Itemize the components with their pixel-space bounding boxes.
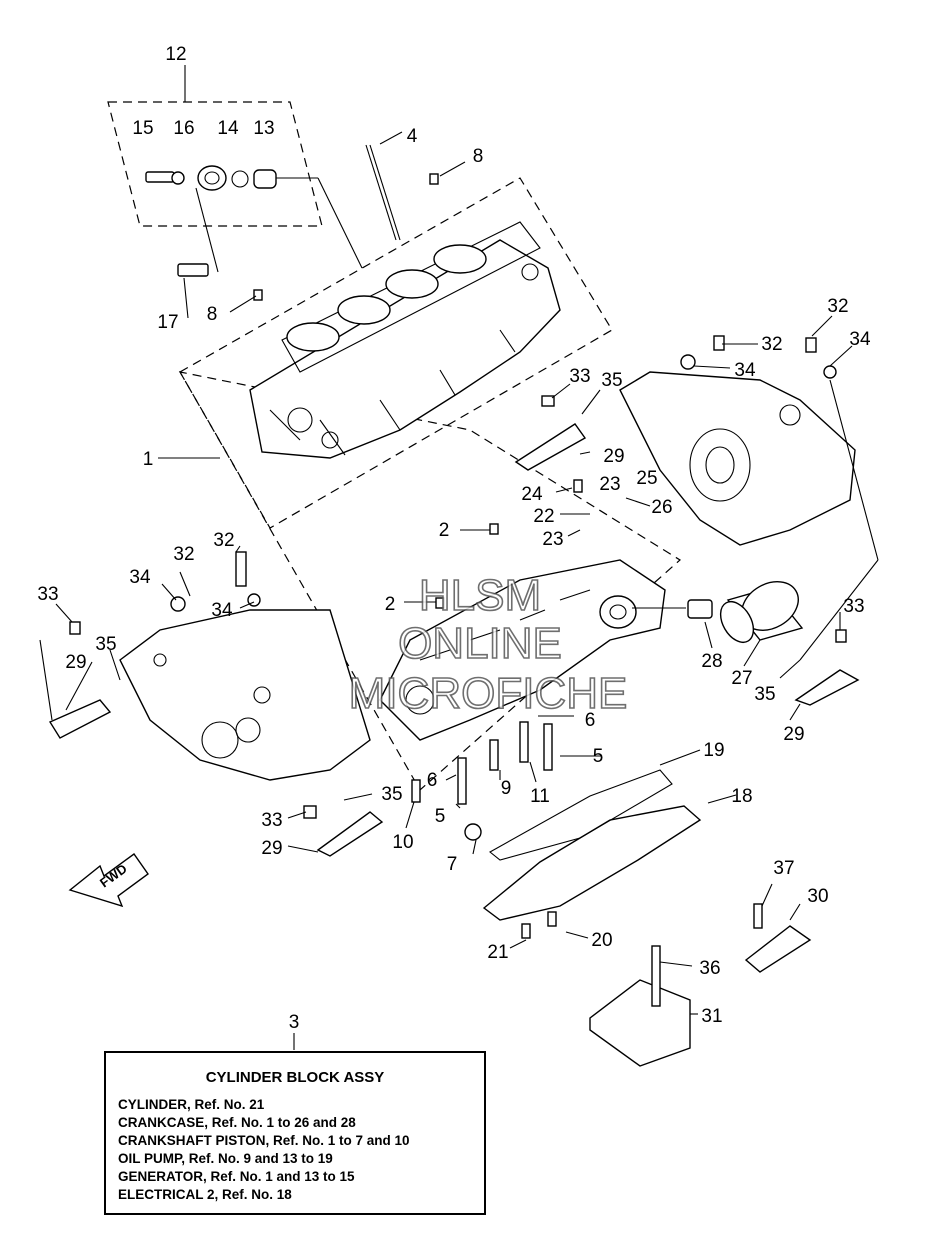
callout-32-top-right-a: 32	[827, 296, 848, 317]
callout-1: 1	[143, 449, 154, 470]
callout-33-right: 33	[843, 596, 864, 617]
callout-15: 15	[132, 118, 153, 139]
callout-4: 4	[407, 126, 418, 147]
callout-17: 17	[157, 312, 178, 333]
fwd-direction-arrow: FWD	[68, 853, 149, 908]
oil-filter	[719, 581, 804, 643]
callout-28: 28	[701, 651, 722, 672]
leader-lines	[39, 131, 879, 1050]
crankcase-cover-right	[619, 371, 856, 546]
legend-line: GENERATOR, Ref. No. 1 and 13 to 15	[118, 1169, 355, 1184]
bracket-29-upper	[514, 423, 587, 471]
callout-30: 30	[807, 886, 828, 907]
callout-10: 10	[392, 832, 413, 853]
callout-31: 31	[701, 1006, 722, 1027]
callout-19: 19	[703, 740, 724, 761]
callout-5-left: 5	[435, 806, 446, 827]
callout-21: 21	[487, 942, 508, 963]
callout-32-top-right-b: 32	[761, 334, 782, 355]
callout-29-bottom: 29	[261, 838, 282, 859]
assembly-legend-box: CYLINDER BLOCK ASSY CYLINDER, Ref. No. 2…	[104, 1051, 486, 1215]
callout-37: 37	[773, 858, 794, 879]
oil-pan	[482, 805, 702, 921]
callout-33-left: 33	[37, 584, 58, 605]
callout-23-upper: 23	[599, 474, 620, 495]
callout-34-left-a: 34	[129, 567, 151, 588]
group-12-dashed-box	[107, 101, 323, 227]
callout-20: 20	[591, 930, 612, 951]
callout-8-top: 8	[473, 146, 484, 167]
bracket-29-right	[794, 669, 860, 706]
callout-9: 9	[501, 778, 512, 799]
callout-7: 7	[447, 854, 458, 875]
callout-6-right: 6	[585, 710, 596, 731]
callout-5-right: 5	[593, 746, 604, 767]
watermark-line-3: MICROFICHE	[349, 669, 628, 718]
callout-27: 27	[731, 668, 752, 689]
callout-35-upper: 35	[601, 370, 622, 391]
callout-25: 25	[636, 468, 657, 489]
callout-26: 26	[651, 497, 672, 518]
callout-11: 11	[530, 786, 550, 807]
callout-13: 13	[253, 118, 274, 139]
callout-14: 14	[217, 118, 239, 139]
callout-29-left: 29	[65, 652, 86, 673]
callout-29-upper: 29	[603, 446, 624, 467]
legend-line: CRANKCASE, Ref. No. 1 to 26 and 28	[118, 1115, 356, 1130]
watermark-line-2: ONLINE	[398, 619, 562, 668]
callout-2-upper: 2	[439, 520, 450, 541]
bracket-29-left	[48, 699, 112, 739]
rectifier-cover	[744, 925, 812, 973]
crankcase-upper	[379, 559, 666, 741]
oil-pump-parts	[145, 165, 363, 277]
callout-36: 36	[699, 958, 720, 979]
callout-33-upper: 33	[569, 366, 590, 387]
legend-line: OIL PUMP, Ref. No. 9 and 13 to 19	[118, 1151, 333, 1166]
callout-24: 24	[521, 484, 543, 505]
callout-32-left-b: 32	[173, 544, 194, 565]
bracket-29-bottom	[316, 811, 384, 857]
callout-32-left-a: 32	[213, 530, 234, 551]
callout-34-left-b: 34	[211, 600, 233, 621]
legend-title: CYLINDER BLOCK ASSY	[205, 1069, 385, 1086]
callout-35-right: 35	[754, 684, 775, 705]
callout-29-right: 29	[783, 724, 804, 745]
callout-12: 12	[165, 44, 186, 65]
watermark-line-1: HLSM	[419, 571, 541, 620]
oil-pan-gasket	[489, 769, 673, 861]
callout-23-lower: 23	[542, 529, 563, 550]
callout-35-left: 35	[95, 634, 116, 655]
rectifier-box	[589, 979, 691, 1067]
legend-line: ELECTRICAL 2, Ref. No. 18	[118, 1187, 292, 1202]
bolts	[69, 335, 847, 1007]
callout-35-bottom: 35	[381, 784, 402, 805]
legend-reference-list: CYLINDER, Ref. No. 21 CRANKCASE, Ref. No…	[118, 1096, 410, 1204]
callout-2-lower: 2	[385, 594, 396, 615]
callout-6-left: 6	[427, 770, 438, 791]
callout-34-top-right-b: 34	[734, 360, 756, 381]
callout-8-left: 8	[207, 304, 218, 325]
legend-line: CYLINDER, Ref. No. 21	[118, 1097, 265, 1112]
callout-3: 3	[289, 1012, 300, 1033]
oil-filter-fitting	[687, 599, 713, 619]
callout-18: 18	[731, 786, 752, 807]
crankcase-cover-left	[119, 609, 371, 781]
watermark: HLSM ONLINE MICROFICHE	[348, 570, 628, 719]
callout-22: 22	[533, 506, 554, 527]
callout-34-top-right-a: 34	[849, 329, 871, 350]
callout-16: 16	[173, 118, 194, 139]
legend-line: CRANKSHAFT PISTON, Ref. No. 1 to 7 and 1…	[118, 1133, 410, 1148]
cylinder-block	[249, 221, 561, 459]
callout-numbers: 12 15 16 14 13 4 8 17 8 1 32 34 32 34 33…	[37, 44, 871, 1033]
callout-33-bottom: 33	[261, 810, 282, 831]
